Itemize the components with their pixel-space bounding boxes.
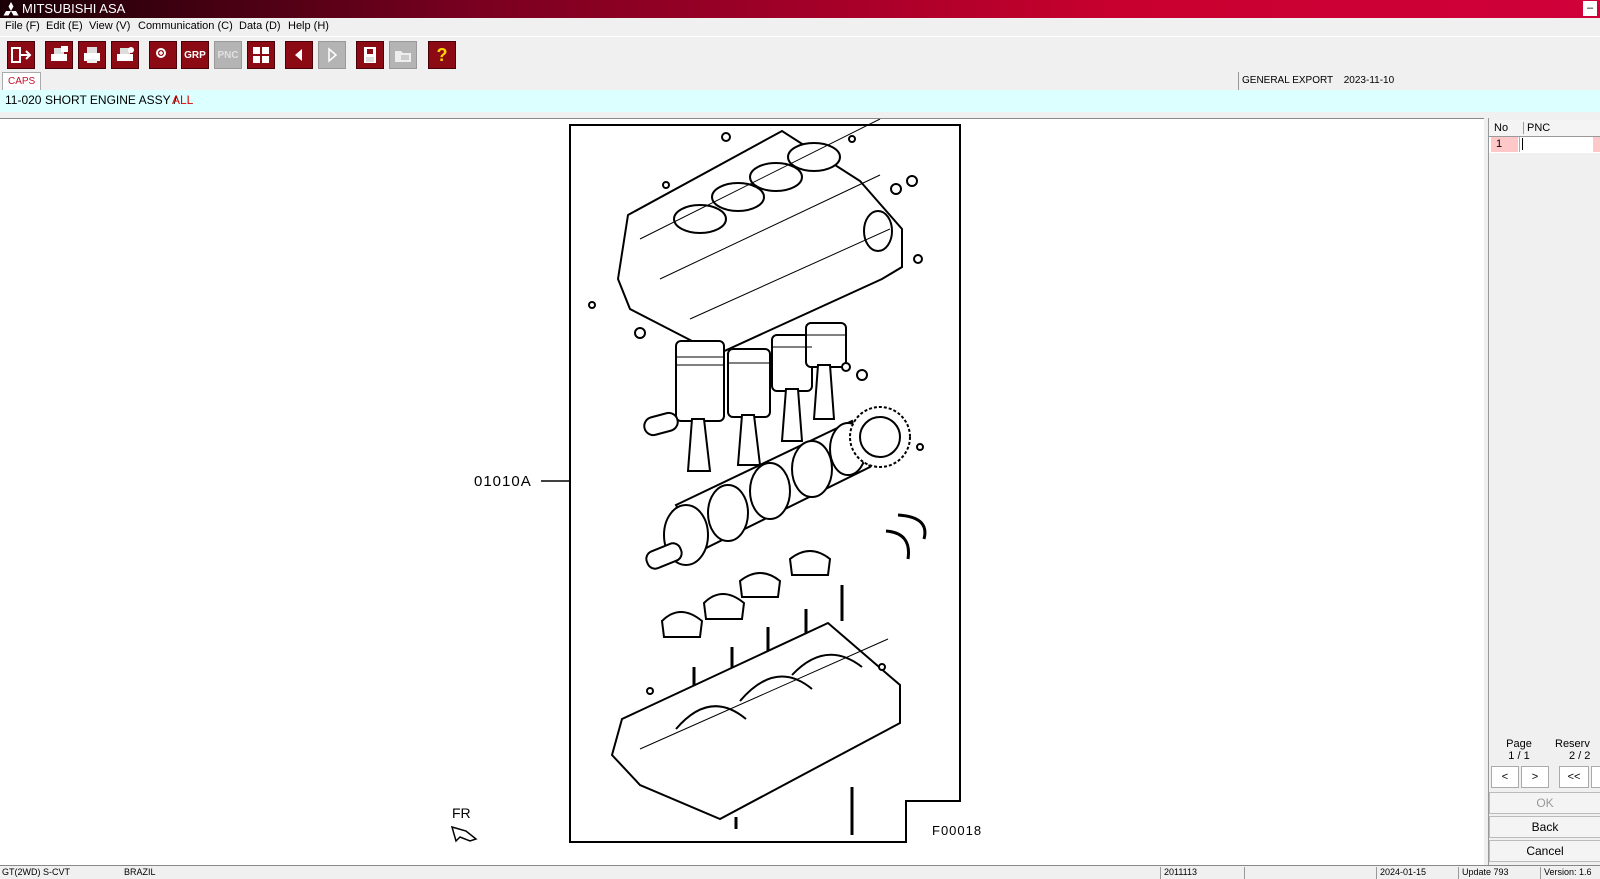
- zoom-button[interactable]: [149, 41, 177, 69]
- menu-communication[interactable]: Communication (C): [138, 20, 233, 32]
- exit-button[interactable]: [7, 41, 35, 69]
- zoom-icon: [156, 48, 166, 58]
- tab-caps[interactable]: CAPS: [2, 72, 42, 90]
- mitsubishi-logo-icon: [2, 2, 20, 19]
- cylinder-bore: [787, 142, 841, 172]
- arrow-right-icon: [328, 47, 338, 63]
- status-region: BRAZIL: [124, 867, 156, 877]
- engine-parts: [588, 119, 927, 835]
- parts-panel: No PNC 1 Page 1 / 1 Reserv 2 / 2 < > << …: [1488, 118, 1600, 865]
- engine-illustration: [450, 119, 961, 843]
- export-label: GENERAL EXPORT: [1242, 75, 1333, 86]
- text-caret: [1522, 138, 1523, 150]
- filter-all-link[interactable]: ALL: [172, 93, 194, 107]
- row-pnc-input[interactable]: [1519, 137, 1592, 152]
- cylinder-bore: [711, 182, 765, 212]
- folder-icon: [395, 51, 411, 62]
- figure-code: F00018: [932, 823, 983, 838]
- next-button[interactable]: [318, 41, 346, 69]
- printer-icon: [84, 47, 100, 63]
- exit-icon: [11, 47, 32, 63]
- group-name: SHORT ENGINE ASSY /: [45, 93, 178, 107]
- page-value: 1 / 1: [1508, 750, 1530, 762]
- first-page-button[interactable]: <<: [1559, 766, 1589, 788]
- export-info: GENERAL EXPORT 2023-11-10: [1238, 72, 1600, 90]
- previous-button[interactable]: [285, 41, 313, 69]
- open-button[interactable]: [389, 41, 417, 69]
- status-bar: GT(2WD) S-CVT BRAZIL 2011113 2024-01-15 …: [0, 865, 1600, 879]
- grid-icon: [253, 47, 269, 63]
- toolbar: GRP PNC ?: [0, 36, 1600, 74]
- grp-button[interactable]: GRP: [181, 41, 209, 69]
- menu-view[interactable]: View (V): [89, 20, 131, 32]
- print-preview-button[interactable]: [45, 41, 73, 69]
- status-version: Version: 1.6: [1544, 867, 1592, 877]
- direction-arrow-icon: [450, 825, 478, 843]
- window-title: MITSUBISHI ASA: [22, 1, 126, 16]
- minimize-button[interactable]: –: [1583, 1, 1597, 16]
- piston: [727, 348, 771, 418]
- status-model: GT(2WD) S-CVT: [2, 867, 70, 877]
- last-page-button[interactable]: [1591, 766, 1600, 788]
- prev-page-button[interactable]: <: [1491, 766, 1519, 788]
- status-code: 2011113: [1164, 867, 1198, 877]
- print-setup-button[interactable]: [111, 41, 139, 69]
- ok-button[interactable]: OK: [1489, 792, 1600, 814]
- piston-pin: [643, 411, 679, 437]
- tab-row: CAPS GENERAL EXPORT 2023-11-10: [0, 72, 1600, 91]
- cylinder-bore: [749, 162, 803, 192]
- table-header: No PNC: [1489, 120, 1600, 137]
- row-no[interactable]: 1: [1491, 137, 1518, 152]
- piston: [805, 322, 847, 368]
- col-no: No: [1494, 122, 1509, 134]
- drawing-frame: [569, 124, 961, 843]
- menu-help[interactable]: Help (H): [288, 20, 329, 32]
- menu-file[interactable]: File (F): [5, 20, 40, 32]
- breadcrumb: 11-020 SHORT ENGINE ASSY / ALL: [0, 90, 1600, 112]
- table-row[interactable]: 1: [1489, 137, 1600, 153]
- col-pnc: PNC: [1523, 122, 1550, 134]
- arrow-left-icon: [295, 49, 302, 61]
- save-button[interactable]: [356, 41, 384, 69]
- export-date: 2023-11-10: [1343, 75, 1395, 86]
- menu-data[interactable]: Data (D): [239, 20, 281, 32]
- help-button[interactable]: ?: [428, 41, 456, 69]
- reserve-value: 2 / 2: [1569, 750, 1591, 762]
- next-page-button[interactable]: >: [1521, 766, 1549, 788]
- page-label: Page: [1506, 738, 1532, 750]
- print-setup-icon: [117, 47, 134, 61]
- title-bar: MITSUBISHI ASA –: [0, 0, 1600, 18]
- piston: [675, 340, 725, 422]
- direction-label: FR: [452, 805, 471, 821]
- print-preview-icon: [51, 46, 68, 61]
- status-update: Update 793: [1462, 867, 1509, 877]
- disk-icon: [364, 47, 376, 63]
- grid-view-button[interactable]: [247, 41, 275, 69]
- print-button[interactable]: [78, 41, 106, 69]
- menu-edit[interactable]: Edit (E): [46, 20, 83, 32]
- part-label[interactable]: 01010A: [474, 473, 532, 490]
- row-marker: [1593, 137, 1600, 152]
- reserve-info: Reserv 2 / 2: [1549, 738, 1600, 762]
- cylinder-block: [616, 129, 903, 355]
- cylinder-bore: [673, 204, 727, 234]
- group-code: 11-020: [5, 93, 42, 107]
- status-date: 2024-01-15: [1380, 867, 1427, 877]
- illustration-canvas[interactable]: 01010A F00018 FR: [0, 118, 1484, 866]
- page-info: Page 1 / 1: [1489, 738, 1549, 762]
- back-button[interactable]: Back: [1489, 816, 1600, 838]
- cancel-button[interactable]: Cancel: [1489, 840, 1600, 862]
- menu-bar: File (F) Edit (E) View (V) Communication…: [0, 18, 1600, 36]
- reserve-label: Reserv: [1555, 738, 1590, 750]
- pnc-button[interactable]: PNC: [214, 41, 242, 69]
- lower-crankcase: [610, 621, 901, 821]
